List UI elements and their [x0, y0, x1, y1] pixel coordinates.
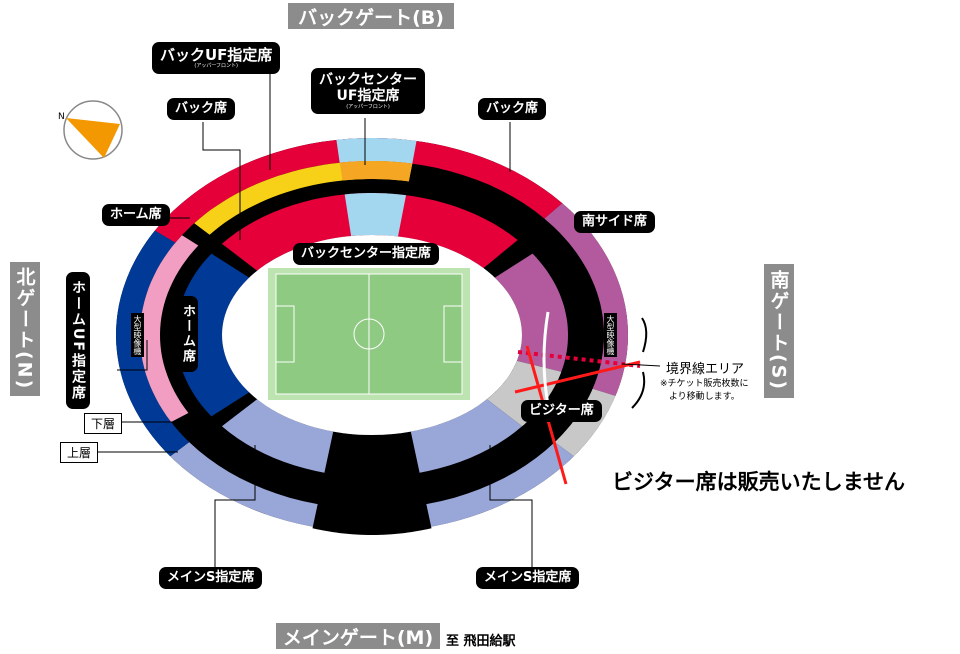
visitor-seat-label: ビジター席	[521, 400, 602, 422]
back-center-uf-band	[339, 161, 413, 182]
south-gate-label: 南ゲート(S)	[764, 264, 794, 398]
back-upper-seats	[154, 138, 563, 243]
compass-n-label: N	[58, 112, 65, 122]
home-lower-seat-label: ホーム席	[176, 296, 198, 372]
back-gate-label: バックゲート(B)	[288, 3, 454, 29]
leader-line	[621, 363, 661, 367]
lower-tier-label: 下層	[84, 413, 123, 434]
back-center-uf-seats	[336, 138, 417, 164]
home-upper-seats	[116, 230, 176, 434]
center-circle	[353, 318, 385, 350]
visitor-notice: ビジター席は販売いたしません	[612, 470, 905, 494]
back-uf-label: バックUF指定席(アッパーフロント)	[152, 42, 281, 74]
south-side-seat-label: 南サイド席	[574, 211, 656, 233]
leader-line	[117, 340, 148, 371]
back-seat-right-label: バック席	[478, 98, 547, 120]
home-uf-label: ホームUF指定席	[66, 272, 90, 409]
arrow-up-icon	[641, 317, 648, 353]
main-s-right-label: メインS指定席	[476, 567, 580, 589]
right-penalty-box	[443, 305, 463, 363]
home-corner-seats	[150, 422, 190, 457]
home-uf-band	[140, 235, 199, 422]
boundary-note: ※チケット販売枚数により移動します。	[660, 379, 749, 402]
north-gate-label: 北ゲート(N)	[10, 262, 40, 396]
arrow-down-icon	[631, 371, 646, 409]
leader-line	[214, 445, 256, 568]
home-corner-top	[146, 230, 176, 254]
screen-south-label: 大型映像機	[604, 313, 617, 357]
boundary-area-label: 境界線エリア	[666, 362, 745, 377]
main-s-left-label: メインS指定席	[159, 567, 263, 589]
main-gate-label: メインゲート(M)	[276, 623, 440, 649]
left-penalty-box	[275, 305, 295, 363]
south-lower-seats	[494, 253, 568, 372]
upper-tier-label: 上層	[60, 442, 99, 463]
compass-needle-icon	[66, 118, 120, 158]
visitor-lower-seats	[486, 360, 562, 427]
back-center-seat-label: バックセンター指定席	[293, 243, 440, 265]
home-seat-label: ホーム席	[102, 204, 170, 226]
main-center-block	[312, 431, 432, 535]
boundary-red-line	[514, 360, 641, 394]
back-seat-left-label: バック席	[167, 98, 236, 120]
back-center-lower-seats	[344, 193, 406, 237]
white-arrow	[542, 311, 550, 406]
station-note: 至 飛田給駅	[446, 634, 516, 649]
screen-north-label: 大型映像機	[131, 313, 144, 357]
main-upper-seats	[170, 442, 574, 532]
leader-line	[489, 445, 533, 568]
leader-line	[202, 122, 241, 240]
home-lower-seats	[176, 253, 250, 417]
